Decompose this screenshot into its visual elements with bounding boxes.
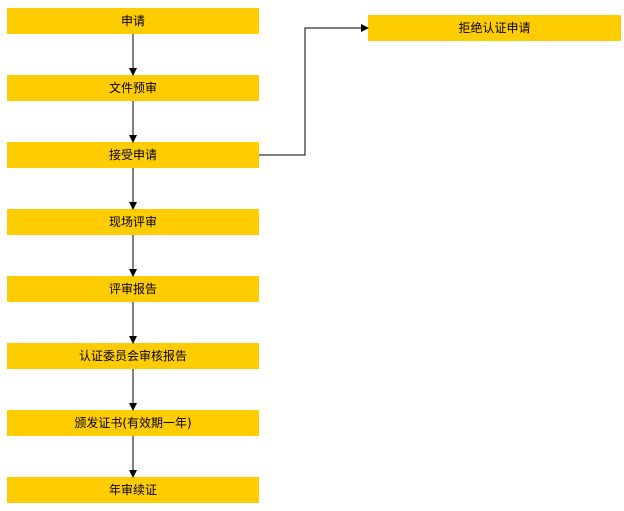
step-accept-application: 接受申请 (7, 142, 259, 168)
step-issue-certificate: 颁发证书(有效期一年) (7, 410, 259, 436)
step-document-pre-review: 文件预审 (7, 75, 259, 101)
step-apply: 申请 (7, 8, 259, 34)
step-assessment-report: 评审报告 (7, 276, 259, 302)
step-committee-review: 认证委员会审核报告 (7, 343, 259, 369)
arrow-accept-to-reject (259, 24, 369, 156)
step-reject-application: 拒绝认证申请 (368, 15, 621, 41)
step-onsite-assessment: 现场评审 (7, 209, 259, 235)
step-annual-renewal: 年审续证 (7, 477, 259, 503)
